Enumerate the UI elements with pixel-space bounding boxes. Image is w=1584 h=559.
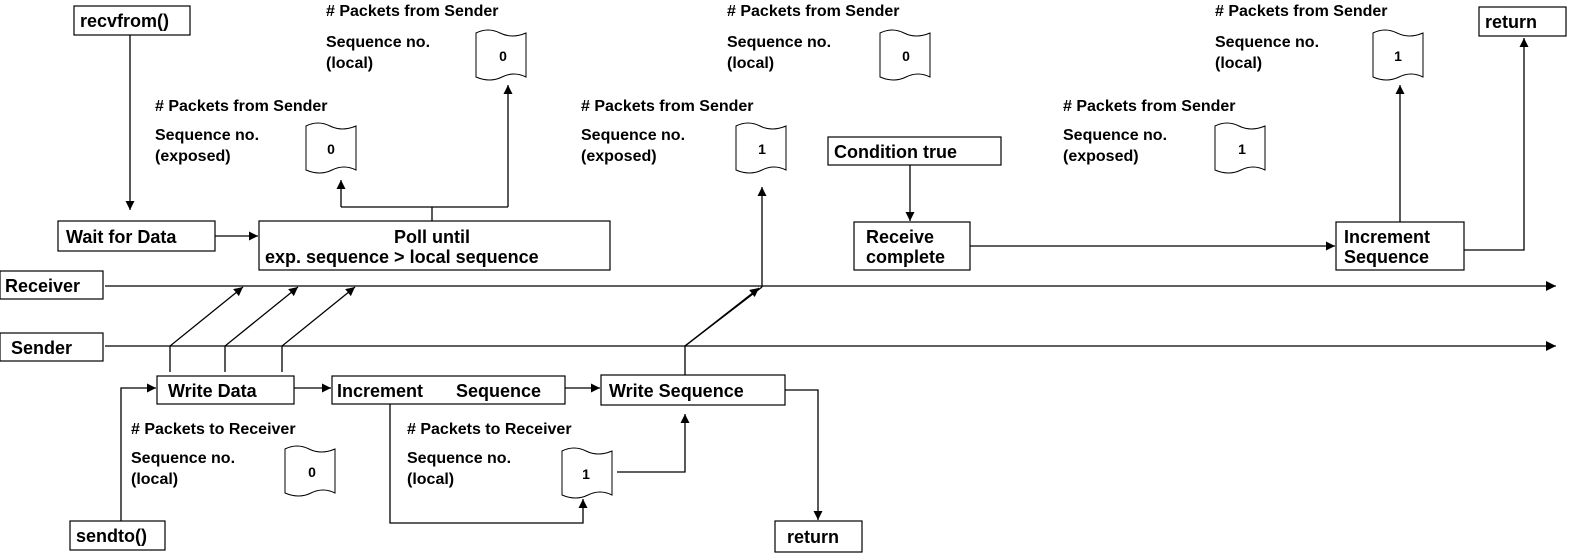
- svg-text:1: 1: [1394, 48, 1402, 64]
- condition-true-box: Condition true: [827, 136, 1002, 166]
- sender-label-box: Sender: [0, 332, 104, 362]
- wait-for-data-box: Wait for Data: [57, 220, 216, 252]
- write-data-box: Write Data: [156, 375, 295, 405]
- svg-text:(exposed): (exposed): [581, 148, 657, 165]
- receive-complete-box: Receive complete: [853, 221, 971, 271]
- svg-text:(local): (local): [727, 55, 774, 72]
- svg-text:(local): (local): [131, 471, 178, 488]
- increment-to-local-seq-arrow: [389, 404, 588, 524]
- annotation-local-0: # Packets from Sender Sequence no. (loca…: [326, 3, 527, 81]
- annotation-local-1: # Packets from Sender Sequence no. (loca…: [1215, 3, 1424, 81]
- packet-arrow-1: [169, 286, 244, 372]
- svg-text:# Packets from Sender: # Packets from Sender: [727, 3, 900, 20]
- svg-text:0: 0: [902, 48, 910, 64]
- sender-return-box: return: [774, 520, 863, 553]
- write-seq-packet-arrow: [684, 287, 760, 347]
- sendto-box: sendto(): [69, 520, 166, 551]
- svg-text:# Packets to Receiver: # Packets to Receiver: [131, 421, 296, 438]
- annotation-to-receiver-0: # Packets to Receiver Sequence no. (loca…: [131, 421, 336, 497]
- svg-text:complete: complete: [866, 247, 945, 267]
- svg-text:recvfrom(): recvfrom(): [80, 11, 169, 31]
- poll-box: Poll until exp. sequence > local sequenc…: [258, 220, 611, 271]
- annotation-exposed-1b: # Packets from Sender Sequence no. (expo…: [1063, 98, 1266, 174]
- receiver-label: Receiver: [5, 276, 80, 296]
- local-seq-to-write-seq-arrow: [617, 414, 690, 473]
- increment-to-return-arrow: [1464, 38, 1529, 251]
- svg-text:0: 0: [499, 48, 507, 64]
- svg-text:(local): (local): [1215, 55, 1262, 72]
- svg-text:Poll until: Poll until: [394, 227, 470, 247]
- annotation-local-0b: # Packets from Sender Sequence no. (loca…: [727, 3, 931, 81]
- recvfrom-box: recvfrom(): [73, 5, 191, 36]
- svg-text:(exposed): (exposed): [155, 148, 231, 165]
- svg-text:# Packets from Sender: # Packets from Sender: [1215, 3, 1388, 20]
- svg-text:Increment: Increment: [337, 381, 423, 401]
- svg-text:Sequence no.: Sequence no.: [131, 450, 235, 467]
- svg-text:1: 1: [582, 466, 590, 482]
- svg-text:Sequence no.: Sequence no.: [1063, 127, 1167, 144]
- annotation-to-receiver-1: # Packets to Receiver Sequence no. (loca…: [407, 421, 613, 499]
- svg-text:Sequence no.: Sequence no.: [1215, 34, 1319, 51]
- increment-sequence-box: Increment Sequence: [1335, 221, 1465, 271]
- svg-text:sendto(): sendto(): [76, 526, 147, 546]
- svg-text:# Packets to Receiver: # Packets to Receiver: [407, 421, 572, 438]
- svg-text:(local): (local): [326, 55, 373, 72]
- write-seq-packet-line: [684, 286, 763, 375]
- svg-text:Sequence: Sequence: [456, 381, 541, 401]
- svg-text:Wait for Data: Wait for Data: [66, 227, 177, 247]
- packet-arrow-2: [224, 286, 299, 372]
- svg-text:Write Sequence: Write Sequence: [609, 381, 744, 401]
- svg-text:Write Data: Write Data: [168, 381, 258, 401]
- flag-icon: 1: [561, 447, 613, 499]
- sender-label: Sender: [11, 338, 72, 358]
- svg-text:# Packets from Sender: # Packets from Sender: [1063, 98, 1236, 115]
- flag-icon: 0: [475, 29, 527, 81]
- svg-text:# Packets from Sender: # Packets from Sender: [326, 3, 499, 20]
- flag-icon: 0: [879, 29, 931, 81]
- sendto-arrow: [120, 383, 156, 521]
- receiver-label-box: Receiver: [0, 270, 104, 300]
- svg-text:Sequence no.: Sequence no.: [155, 127, 259, 144]
- flag-icon: 1: [735, 122, 787, 174]
- svg-text:1: 1: [758, 141, 766, 157]
- svg-text:Sequence no.: Sequence no.: [326, 34, 430, 51]
- svg-text:(exposed): (exposed): [1063, 148, 1139, 165]
- svg-text:return: return: [787, 527, 839, 547]
- svg-text:exp. sequence > local sequence: exp. sequence > local sequence: [265, 247, 539, 267]
- svg-text:Sequence no.: Sequence no.: [727, 34, 831, 51]
- svg-text:return: return: [1485, 12, 1537, 32]
- annotation-exposed-0: # Packets from Sender Sequence no. (expo…: [155, 98, 357, 174]
- svg-text:# Packets from Sender: # Packets from Sender: [155, 98, 328, 115]
- flag-icon: 0: [284, 445, 336, 497]
- annotation-exposed-1a: # Packets from Sender Sequence no. (expo…: [581, 98, 787, 174]
- svg-text:(local): (local): [407, 471, 454, 488]
- svg-text:# Packets from Sender: # Packets from Sender: [581, 98, 754, 115]
- svg-text:1: 1: [1238, 141, 1246, 157]
- svg-text:0: 0: [308, 464, 316, 480]
- write-seq-to-return-arrow: [785, 389, 823, 520]
- flag-icon: 1: [1214, 122, 1266, 174]
- svg-text:Increment: Increment: [1344, 227, 1430, 247]
- receiver-return-box: return: [1478, 6, 1567, 37]
- svg-text:Sequence no.: Sequence no.: [581, 127, 685, 144]
- write-sequence-box: Write Sequence: [600, 374, 786, 406]
- sender-increment-box: Increment Sequence: [331, 375, 566, 405]
- flag-icon: 0: [305, 122, 357, 174]
- svg-text:Sequence no.: Sequence no.: [407, 450, 511, 467]
- flag-icon: 1: [1372, 29, 1424, 81]
- svg-text:Condition true: Condition true: [834, 142, 957, 162]
- svg-text:Receive: Receive: [866, 227, 934, 247]
- packet-arrow-3: [281, 286, 356, 372]
- svg-text:Sequence: Sequence: [1344, 247, 1429, 267]
- svg-text:0: 0: [327, 141, 335, 157]
